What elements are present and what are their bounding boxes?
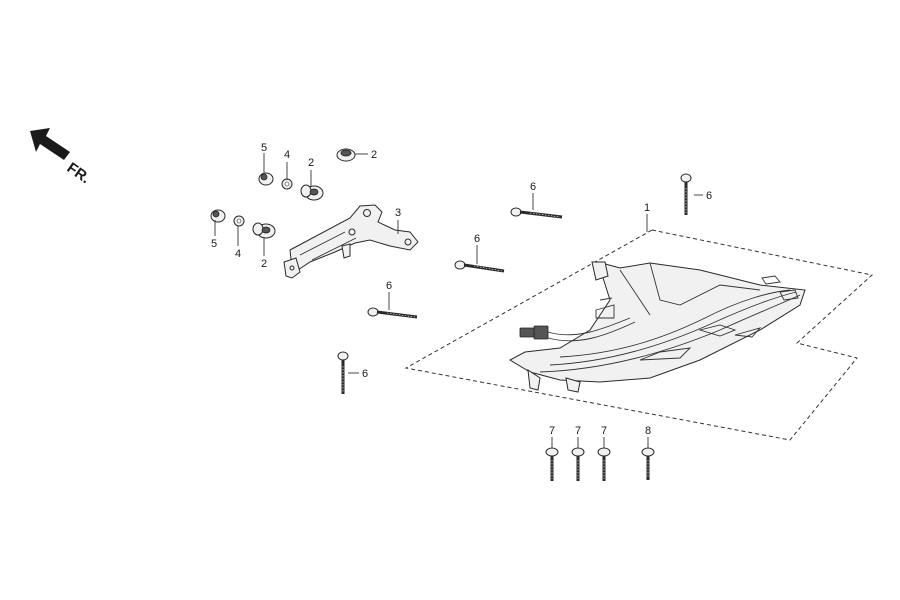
callout-5-low: 5 xyxy=(211,238,217,250)
nut-part-5-low xyxy=(210,209,226,223)
callout-1: 1 xyxy=(644,202,650,214)
callout-2-top: 2 xyxy=(371,149,377,161)
grommet-part-2-top xyxy=(336,148,356,162)
callout-6-c: 6 xyxy=(386,280,392,292)
callout-7-a: 7 xyxy=(549,425,555,437)
front-direction-arrow-icon xyxy=(30,128,70,160)
callout-2-low: 2 xyxy=(261,258,267,270)
callout-6-d: 6 xyxy=(362,368,368,380)
callout-6-b: 6 xyxy=(474,233,480,245)
grommet-part-2-low xyxy=(252,222,276,239)
main-lamp-assembly xyxy=(508,261,806,393)
callout-7-b: 7 xyxy=(575,425,581,437)
washer-part-4-low xyxy=(233,215,245,227)
callout-4-low: 4 xyxy=(235,248,241,260)
callout-6-e: 6 xyxy=(706,190,712,202)
screw-part-7-a xyxy=(545,447,559,481)
front-direction-label: FR. xyxy=(64,159,94,187)
washer-part-4-top xyxy=(281,178,293,190)
callout-6-a: 6 xyxy=(530,181,536,193)
screw-part-8 xyxy=(641,447,655,480)
bolt-part-6-a xyxy=(510,207,563,219)
bolt-part-6-e xyxy=(680,173,692,215)
leader-lines xyxy=(214,153,703,448)
callout-8: 8 xyxy=(645,425,651,437)
screw-part-7-b xyxy=(571,447,585,481)
callout-5-top: 5 xyxy=(261,142,267,154)
nut-part-5-top xyxy=(258,172,274,186)
grommet-part-2-mid xyxy=(300,184,324,201)
callout-3: 3 xyxy=(395,207,401,219)
callout-4-top: 4 xyxy=(284,149,290,161)
mounting-bracket xyxy=(283,204,419,279)
bolt-part-6-d xyxy=(337,351,349,394)
bolt-part-6-c xyxy=(367,307,418,319)
assembly-outline xyxy=(404,229,874,441)
bolt-part-6-b xyxy=(454,260,505,273)
callout-2-mid: 2 xyxy=(308,157,314,169)
screw-part-7-c xyxy=(597,447,611,481)
callout-7-c: 7 xyxy=(601,425,607,437)
